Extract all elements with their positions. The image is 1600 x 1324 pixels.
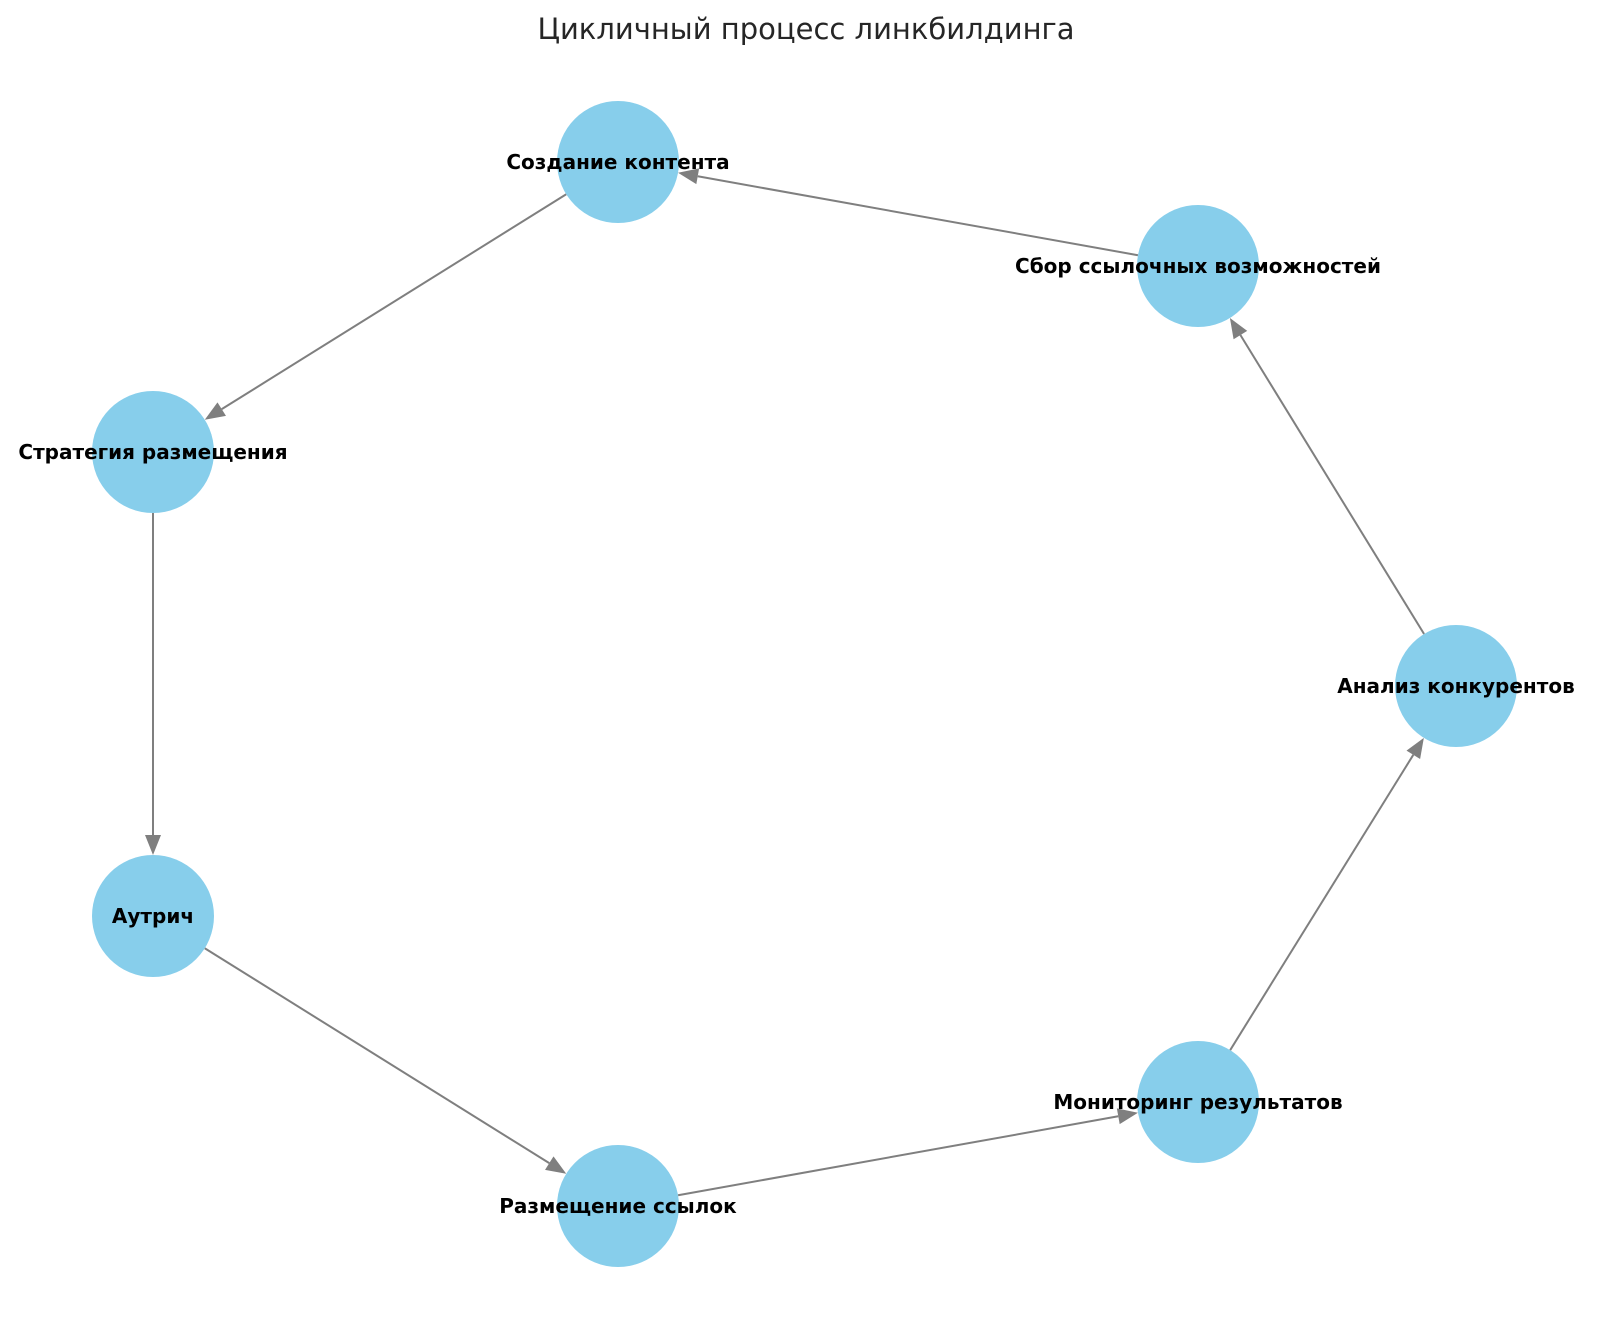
node-circle	[92, 391, 214, 513]
node-collection: Сбор ссылочных возможностей	[1015, 205, 1381, 327]
node-label: Сбор ссылочных возможностей	[1015, 254, 1381, 278]
arrowhead	[545, 1156, 567, 1174]
edge-content-strategy	[204, 193, 567, 420]
edge-outreach-placement	[204, 947, 567, 1174]
arrowhead	[1406, 737, 1424, 760]
node-label: Размещение ссылок	[499, 1194, 737, 1218]
edge-line	[1239, 334, 1425, 635]
nodes-layer: Анализ конкурентов Сбор ссылочных возможн…	[18, 101, 1575, 1267]
node-circle	[557, 101, 679, 223]
edge-analysis-collection	[1229, 317, 1425, 635]
diagram-title: Цикличный процесс линкбилдинга	[537, 12, 1074, 46]
node-analysis: Анализ конкурентов	[1337, 625, 1575, 747]
edges-layer	[145, 168, 1425, 1197]
node-circle	[92, 855, 214, 977]
node-circle	[1137, 205, 1259, 327]
node-monitoring: Мониторинг результатов	[1053, 1041, 1343, 1163]
edge-line	[221, 193, 567, 410]
node-label: Мониторинг результатов	[1053, 1090, 1342, 1114]
node-label: Аутрич	[112, 904, 194, 928]
edge-collection-content	[678, 168, 1139, 257]
node-content: Создание контента	[506, 101, 730, 223]
node-label: Создание контента	[506, 150, 729, 174]
node-placement: Размещение ссылок	[499, 1145, 737, 1267]
node-circle	[557, 1145, 679, 1267]
node-label: Стратегия размещения	[18, 440, 287, 464]
arrowhead	[678, 168, 700, 185]
arrowhead	[1229, 317, 1248, 340]
arrowhead	[204, 402, 226, 420]
edge-strategy-outreach	[145, 513, 161, 855]
arrowhead	[1116, 1108, 1138, 1125]
arrowhead	[145, 835, 161, 855]
node-label: Анализ конкурентов	[1337, 674, 1574, 698]
edge-line	[204, 947, 550, 1164]
edge-monitoring-analysis	[1229, 737, 1424, 1051]
node-outreach: Аутрич	[92, 855, 214, 977]
node-circle	[1395, 625, 1517, 747]
edge-line	[1229, 754, 1415, 1051]
edge-line	[677, 1115, 1119, 1197]
node-circle	[1137, 1041, 1259, 1163]
edge-line	[697, 175, 1139, 257]
node-strategy: Стратегия размещения	[18, 391, 288, 513]
edge-placement-monitoring	[677, 1108, 1138, 1197]
